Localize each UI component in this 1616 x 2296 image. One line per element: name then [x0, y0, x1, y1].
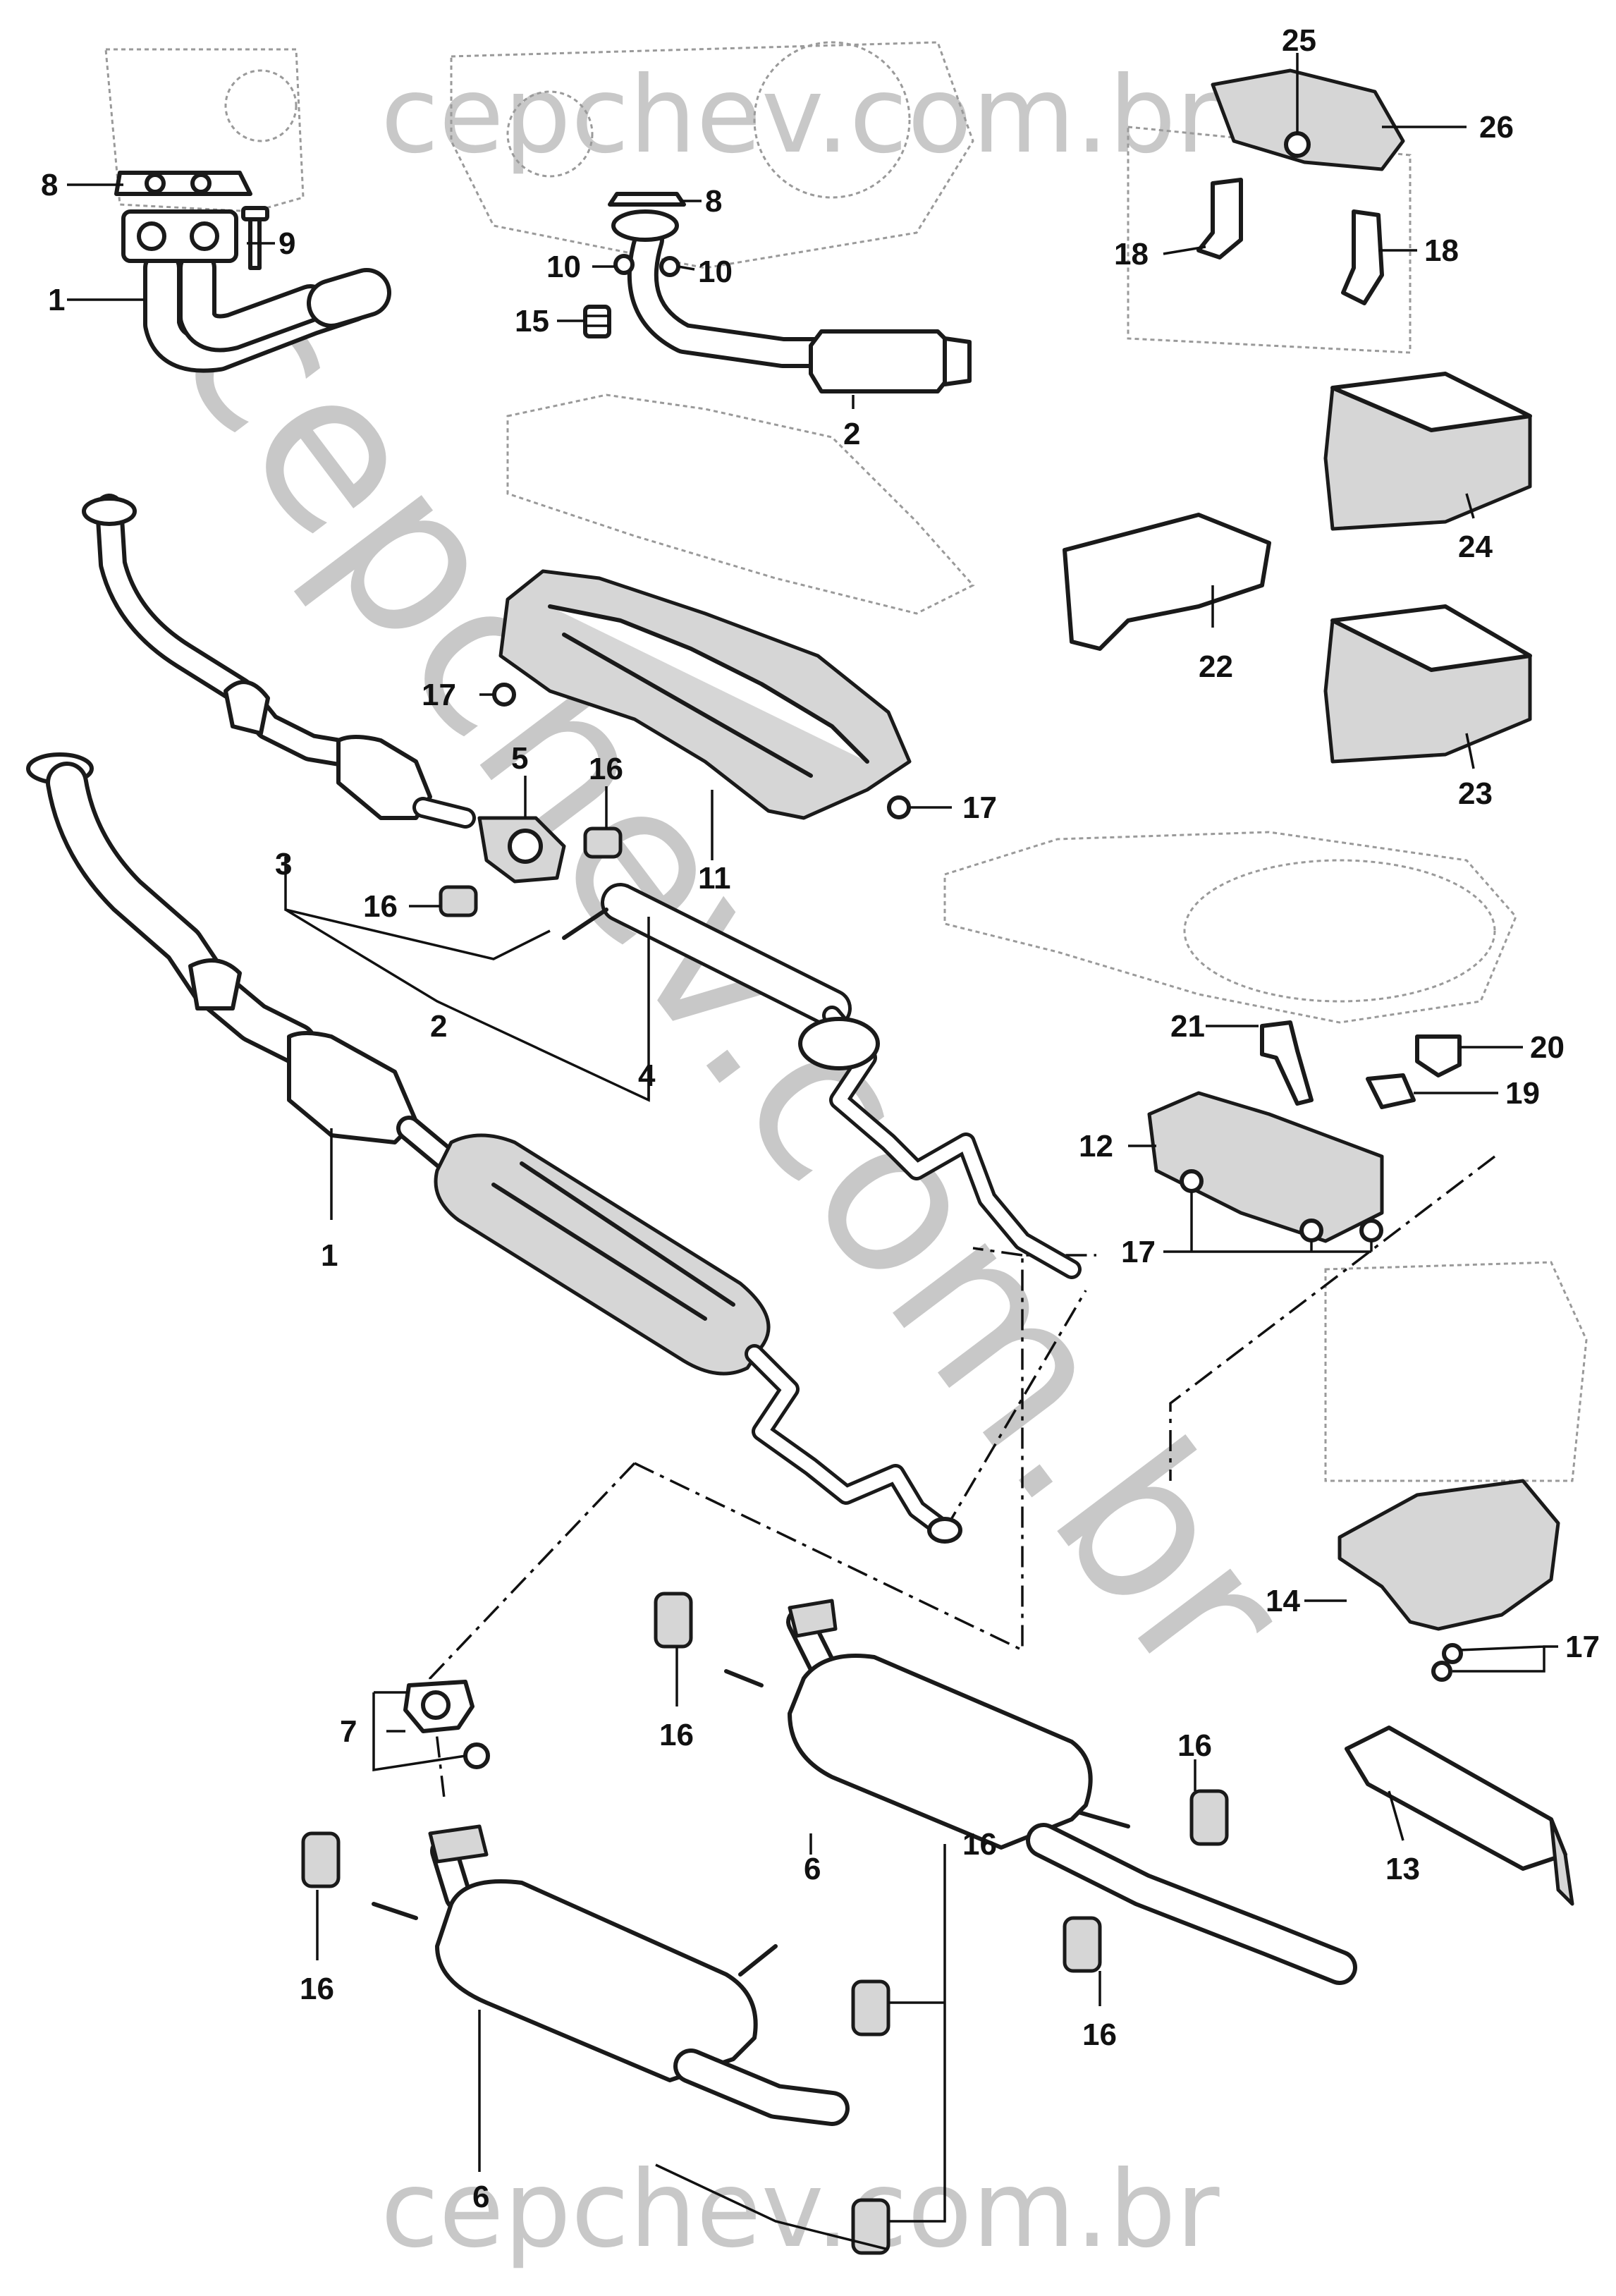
nut-part-10-right	[659, 256, 680, 277]
callout-16-left-lower: 16	[300, 1972, 334, 2006]
heat-shield-part-12	[1147, 1091, 1384, 1243]
callout-17-left: 17	[422, 678, 456, 712]
bolt-part-9	[241, 206, 269, 270]
callout-8-top-left: 8	[41, 168, 58, 202]
clamp-part-5	[477, 816, 566, 884]
callout-16-lower-right: 16	[962, 1827, 997, 1862]
front-pipe-manifold-assembly-top	[121, 209, 391, 373]
rear-muffler-part-6-lower	[372, 1824, 850, 2126]
bracket-part-21	[1260, 1020, 1314, 1106]
callout-8-top-center: 8	[705, 184, 722, 219]
rear-axle-outline	[1324, 1261, 1588, 1482]
clamp-part-7	[403, 1680, 490, 1769]
callout-10-right: 10	[698, 255, 733, 289]
nut-part-25	[1284, 131, 1311, 158]
callout-1-top: 1	[48, 283, 65, 317]
spring-part-15	[583, 305, 611, 338]
engine-transmission-outline-top	[450, 41, 974, 269]
assembly-line-front-pipe-to-muffler	[943, 1290, 1087, 1531]
nut-part-10-left	[613, 254, 635, 275]
assembly-line-rear-center	[634, 1254, 1096, 1652]
watermark-top: cepchev.com.br	[381, 54, 1220, 177]
callout-23: 23	[1458, 776, 1493, 811]
callout-6-lower: 6	[472, 2180, 489, 2214]
nut-part-17-14a	[1442, 1643, 1463, 1664]
heat-shield-part-14	[1338, 1479, 1560, 1631]
callout-20: 20	[1530, 1030, 1565, 1065]
nut-part-17-14b	[1431, 1661, 1452, 1682]
callout-15: 15	[515, 304, 549, 338]
callout-17-shield-12: 17	[1121, 1235, 1156, 1269]
callout-1-main: 1	[321, 1238, 338, 1273]
callout-19: 19	[1505, 1076, 1540, 1111]
nut-part-17-12a	[1180, 1169, 1204, 1193]
rear-muffler-part-6-upper	[724, 1599, 1357, 1985]
callout-22: 22	[1199, 649, 1233, 684]
callout-18-left: 18	[1114, 237, 1149, 271]
callout-25: 25	[1282, 23, 1316, 58]
assembly-line-rear-left	[429, 1462, 636, 1799]
callout-24: 24	[1458, 530, 1493, 564]
callout-17-shield-14: 17	[1565, 1630, 1600, 1664]
watermark-bottom: cepchev.com.br	[381, 2149, 1220, 2271]
heat-shield-part-26	[1211, 68, 1405, 171]
callout-4: 4	[638, 1058, 656, 1093]
assembly-line-upper-pipe	[972, 1247, 1023, 1257]
nut-part-17-right	[887, 795, 911, 819]
leader-lines	[67, 53, 1558, 2251]
callout-7: 7	[340, 1714, 357, 1749]
callout-17-right: 17	[962, 790, 997, 825]
callout-16-right-lower: 16	[1082, 2017, 1117, 2052]
front-pipe-part-3	[82, 494, 476, 829]
callout-16-middle-left: 16	[363, 889, 398, 924]
bracket-part-18-left	[1196, 178, 1243, 259]
callout-21: 21	[1170, 1009, 1205, 1044]
nut-part-17-12c	[1359, 1219, 1383, 1242]
engine-block-outline-left	[104, 48, 305, 213]
callout-2-top: 2	[843, 417, 860, 451]
callout-16-upper-muffler: 16	[659, 1718, 694, 1752]
gasket-part-8-top-center	[608, 192, 686, 207]
callout-16-middle-top: 16	[589, 752, 623, 786]
rear-floor-outline	[943, 831, 1517, 1024]
callout-9: 9	[278, 226, 295, 261]
hangers-part-16-rear	[301, 1592, 1229, 2255]
callout-2-middle: 2	[430, 1009, 447, 1044]
nut-part-17-left	[492, 683, 516, 707]
callout-26: 26	[1479, 110, 1514, 145]
heat-shield-part-22	[1063, 513, 1271, 651]
heat-shield-part-24	[1323, 372, 1532, 531]
heat-shield-part-13	[1345, 1726, 1574, 1906]
callout-11: 11	[698, 861, 731, 896]
callout-5: 5	[511, 741, 528, 776]
callout-14: 14	[1266, 1584, 1300, 1618]
callout-3: 3	[275, 847, 292, 881]
center-muffler-part-1	[434, 1133, 962, 1544]
front-pipe-catalytic-top-center	[611, 209, 972, 393]
heat-shield-part-23	[1323, 604, 1532, 764]
bracket-part-18-right	[1341, 209, 1384, 305]
hanger-part-16-a	[583, 826, 623, 859]
nut-part-17-12b	[1299, 1219, 1323, 1242]
callout-labels: 8 9 1 8 10 10 15 2 25 26 18 18 24 22 23 …	[41, 23, 1600, 2214]
callout-12: 12	[1079, 1129, 1113, 1164]
callout-6-upper: 6	[804, 1852, 821, 1886]
callout-10-left: 10	[546, 250, 581, 284]
clip-part-19	[1366, 1073, 1416, 1109]
floor-tunnel-outline	[506, 393, 975, 615]
hanger-part-16-b	[439, 885, 478, 917]
callout-18-right: 18	[1424, 233, 1459, 268]
intermediate-muffler-part-4	[562, 883, 1082, 1279]
callout-16-right-upper: 16	[1177, 1728, 1212, 1763]
callout-13: 13	[1385, 1852, 1420, 1886]
heat-shield-part-11	[498, 569, 912, 820]
assembly-line-heatshield-12-to-14	[1169, 1155, 1496, 1481]
clip-part-20	[1415, 1034, 1462, 1077]
gasket-part-8-top-left	[114, 171, 252, 196]
